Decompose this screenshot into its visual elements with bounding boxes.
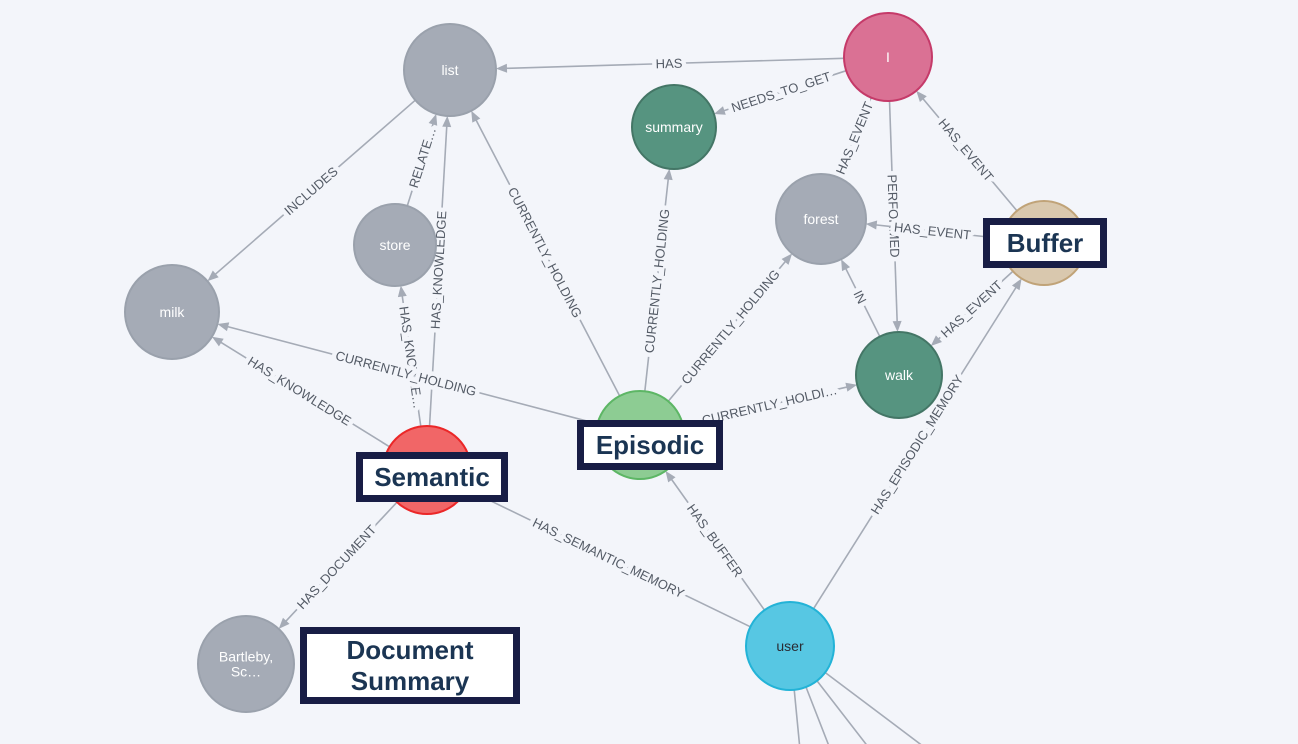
arrowhead-icon (713, 106, 726, 115)
arrowhead-icon (781, 253, 793, 265)
arrowhead-icon (217, 322, 230, 332)
edge-label: HAS_SEMANTIC_MEMORY (530, 515, 687, 601)
edge-episodic-summary[interactable]: CURRENTLY_HOLDING (637, 168, 677, 392)
arrowhead-icon (838, 165, 847, 178)
edge-label: HAS (655, 56, 682, 72)
arrowhead-icon (1011, 278, 1022, 291)
arrowhead-icon (845, 382, 858, 392)
arrowhead-icon (397, 285, 407, 298)
edge-label: HAS_DOCUMENT (294, 522, 379, 612)
graph-node-walk[interactable]: walk (855, 331, 943, 419)
arrowhead-icon (665, 470, 676, 483)
edge-buffer-i[interactable]: HAS_EVENT (916, 90, 1018, 212)
graph-node-list[interactable]: list (403, 23, 497, 117)
graph-node-buffer[interactable] (1001, 200, 1087, 286)
edge-label: CURRENTLY_HOLDING (642, 208, 673, 354)
edge-label: CURRENTLY_HOLDI… (700, 382, 838, 428)
edge-walk-forest[interactable]: IN (841, 259, 881, 337)
graph-node-episodic[interactable]: es (595, 390, 685, 480)
edge-episodic-list[interactable]: CURRENTLY_HOLDING (471, 110, 621, 397)
edge-i-forest[interactable]: HAS_EVENT (828, 95, 880, 181)
arrowhead-icon (495, 63, 508, 73)
edge-label: HAS_EVENT (833, 99, 876, 176)
edge-i-walk[interactable]: PERFORMED (880, 100, 907, 333)
edge-buffer-walk[interactable]: HAS_EVENT (930, 270, 1014, 347)
arrowhead-icon (916, 90, 927, 103)
edge-label: PERFORMED (885, 174, 903, 258)
arrowhead-icon (211, 336, 224, 347)
edge-label: CURRENTLY_HOLDING (678, 267, 783, 388)
edge-label: INCLUDES (281, 164, 341, 219)
arrowhead-icon (865, 220, 878, 230)
edge-user-offscreen-1[interactable] (805, 686, 850, 744)
edge-i-list[interactable]: HAS (495, 51, 845, 76)
graph-node-user[interactable]: user (745, 601, 835, 691)
edge-user-buffer[interactable]: HAS_EPISODIC_MEMORY (812, 278, 1022, 610)
edge-label: HAS_EVENT (938, 277, 1005, 340)
edge-episodic-forest[interactable]: CURRENTLY_HOLDING (667, 253, 793, 402)
edge-i-summary[interactable]: NEEDS_TO_GET (713, 64, 847, 120)
arrowhead-icon (207, 270, 219, 282)
arrowhead-icon (841, 259, 851, 272)
arrowhead-icon (471, 110, 481, 123)
edge-label: CURRENTLY_HOLDING (505, 185, 585, 321)
arrowhead-icon (278, 617, 290, 629)
edge-semantic-milk[interactable]: HAS_KNOWLEDGE (211, 336, 391, 448)
edge-episodic-walk[interactable]: CURRENTLY_HOLDI… (682, 378, 858, 432)
graph-node-semantic[interactable] (382, 425, 472, 515)
arrowhead-icon (663, 168, 673, 181)
graph-node-forest[interactable]: forest (775, 173, 867, 265)
edge-label: NEEDS_TO_GET (729, 69, 832, 116)
edge-label: RELATE… (406, 125, 439, 189)
graph-node-summary[interactable]: summary (631, 84, 717, 170)
edge-label: HAS_BUFFER (684, 501, 746, 580)
edge-user-offscreen-0[interactable] (793, 689, 806, 744)
edge-semantic-store[interactable]: HAS_KNOWLE… (392, 285, 430, 427)
arrowhead-icon (892, 320, 902, 333)
graph-node-store[interactable]: store (353, 203, 437, 287)
edge-user-offscreen-2[interactable] (816, 680, 900, 744)
edge-label: HAS_EVENT (935, 116, 996, 185)
graph-node-bartleby[interactable]: Bartleby,Sc… (197, 615, 295, 713)
edge-buffer-forest[interactable]: HAS_EVENT (865, 215, 1003, 247)
edge-user-semantic[interactable]: HAS_SEMANTIC_MEMORY (466, 489, 751, 628)
arrowhead-icon (442, 115, 452, 128)
arrowhead-icon (930, 335, 942, 347)
edge-label: HAS_EVENT (893, 219, 972, 242)
arrowhead-icon (428, 113, 438, 126)
edge-label: HAS_KNOWLEDGE (245, 353, 354, 428)
graph-node-milk[interactable]: milk (124, 264, 220, 360)
graph-node-i[interactable]: I (843, 12, 933, 102)
edge-semantic-bartleby[interactable]: HAS_DOCUMENT (278, 501, 398, 629)
edge-label: HAS_KNOWLE… (396, 305, 425, 409)
edge-label: IN (850, 288, 869, 306)
edge-user-offscreen-3[interactable] (824, 671, 952, 744)
edge-store-list[interactable]: RELATE… (401, 113, 444, 207)
